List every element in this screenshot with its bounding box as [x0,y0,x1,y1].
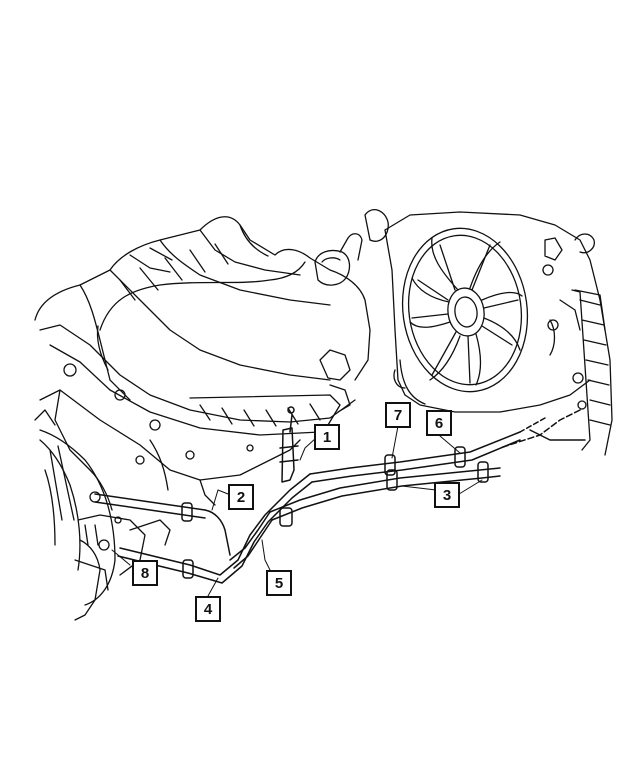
callout-3: 3 [434,482,460,508]
engine-illustration [35,217,370,620]
callout-4: 4 [195,596,221,622]
callout-7: 7 [385,402,411,428]
callout-5: 5 [266,570,292,596]
leader-lines [112,426,482,596]
callout-8: 8 [132,560,158,586]
radiator-fan-illustration [365,210,612,455]
callout-6: 6 [426,410,452,436]
callout-1: 1 [314,424,340,450]
transmission-cooler-lines [95,407,585,583]
callout-2: 2 [228,484,254,510]
